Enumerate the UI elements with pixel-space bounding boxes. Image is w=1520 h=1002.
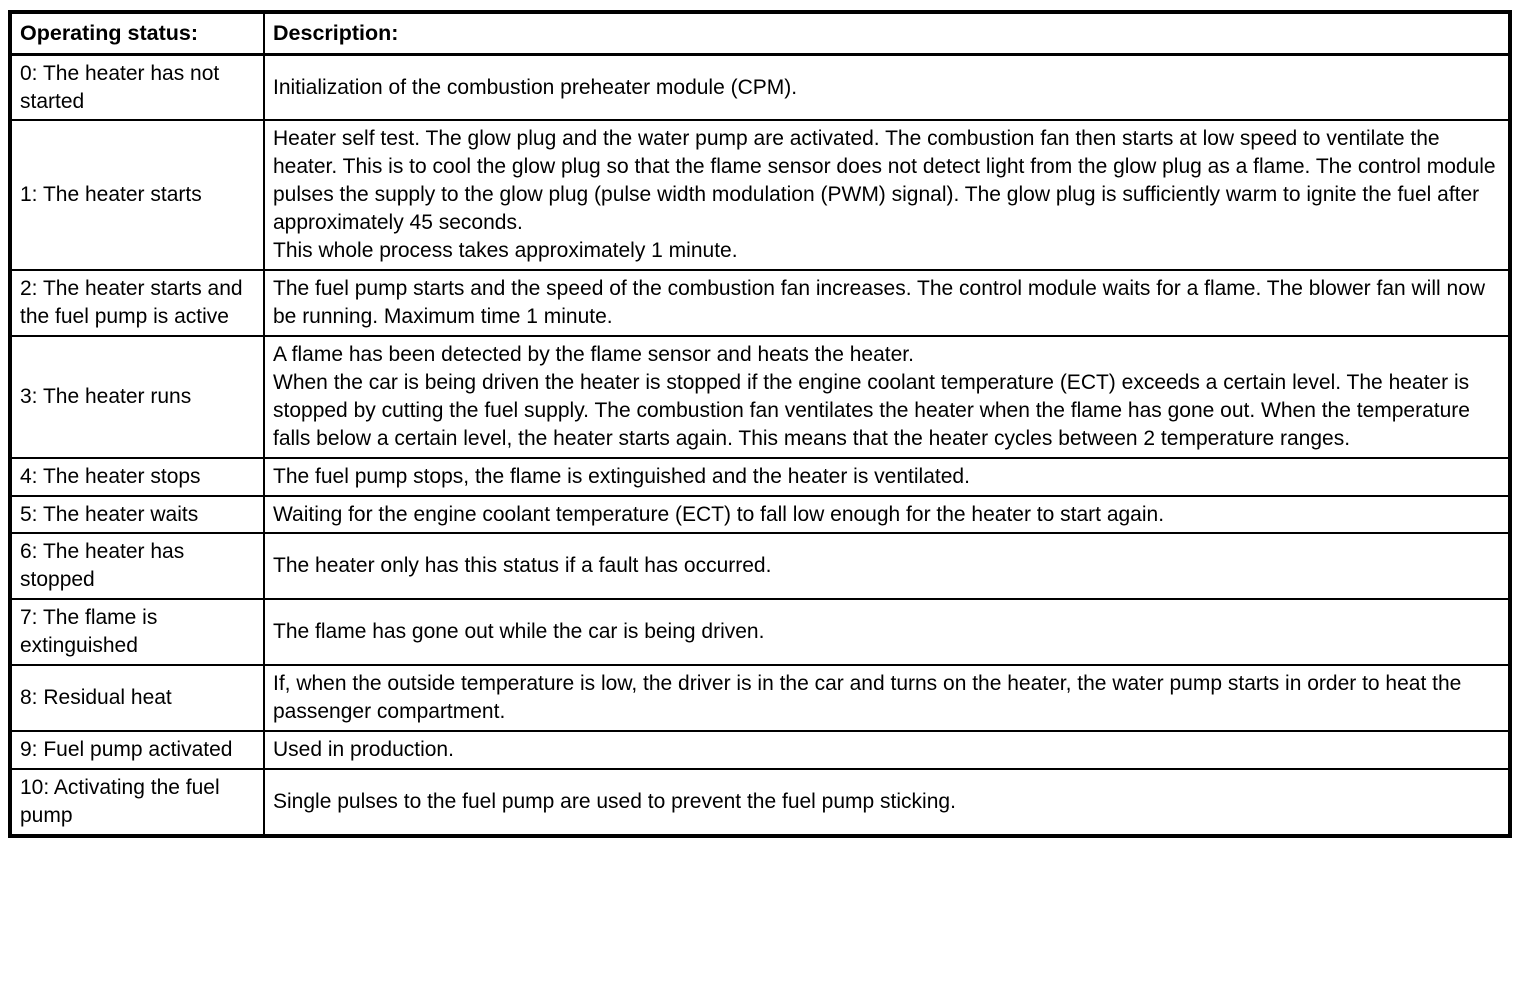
status-cell-10: 10: Activating the fuel pump (9, 767, 265, 837)
description-cell-0: Initialization of the combustion preheat… (263, 53, 1511, 122)
table-body: 0: The heater has not started Initializa… (9, 53, 1511, 837)
status-cell-6: 6: The heater has stopped (9, 532, 265, 601)
description-cell-9: Used in production. (263, 729, 1511, 770)
table-row: 9: Fuel pump activated Used in productio… (9, 729, 1511, 770)
description-cell-5: Waiting for the engine coolant temperatu… (263, 494, 1511, 535)
table-row: 7: The flame is extinguished The flame h… (9, 598, 1511, 667)
table-row: 10: Activating the fuel pump Single puls… (9, 767, 1511, 837)
description-cell-7: The flame has gone out while the car is … (263, 598, 1511, 667)
table-row: 6: The heater has stopped The heater onl… (9, 532, 1511, 601)
status-cell-5: 5: The heater waits (9, 494, 265, 535)
table-row: 0: The heater has not started Initializa… (9, 53, 1511, 122)
column-header-description: Description: (263, 10, 1511, 56)
description-cell-1: Heater self test. The glow plug and the … (263, 119, 1511, 272)
status-cell-0: 0: The heater has not started (9, 53, 265, 122)
table-row: 5: The heater waits Waiting for the engi… (9, 494, 1511, 535)
table-header: Operating status: Description: (9, 10, 1511, 56)
status-cell-4: 4: The heater stops (9, 456, 265, 497)
description-cell-10: Single pulses to the fuel pump are used … (263, 767, 1511, 837)
description-cell-8: If, when the outside temperature is low,… (263, 664, 1511, 732)
description-cell-3: A flame has been detected by the flame s… (263, 334, 1511, 459)
header-row: Operating status: Description: (9, 10, 1511, 56)
description-cell-2: The fuel pump starts and the speed of th… (263, 269, 1511, 337)
table-row: 2: The heater starts and the fuel pump i… (9, 269, 1511, 337)
status-cell-3: 3: The heater runs (9, 334, 265, 459)
status-cell-2: 2: The heater starts and the fuel pump i… (9, 269, 265, 337)
table-row: 8: Residual heat If, when the outside te… (9, 664, 1511, 732)
description-cell-4: The fuel pump stops, the flame is exting… (263, 456, 1511, 497)
status-cell-9: 9: Fuel pump activated (9, 729, 265, 770)
status-cell-8: 8: Residual heat (9, 664, 265, 732)
description-cell-6: The heater only has this status if a fau… (263, 532, 1511, 601)
table-row: 1: The heater starts Heater self test. T… (9, 119, 1511, 272)
status-cell-1: 1: The heater starts (9, 119, 265, 272)
operating-status-table: Operating status: Description: 0: The he… (8, 10, 1512, 838)
status-cell-7: 7: The flame is extinguished (9, 598, 265, 667)
table-row: 4: The heater stops The fuel pump stops,… (9, 456, 1511, 497)
column-header-operating-status: Operating status: (9, 10, 265, 56)
table-row: 3: The heater runs A flame has been dete… (9, 334, 1511, 459)
